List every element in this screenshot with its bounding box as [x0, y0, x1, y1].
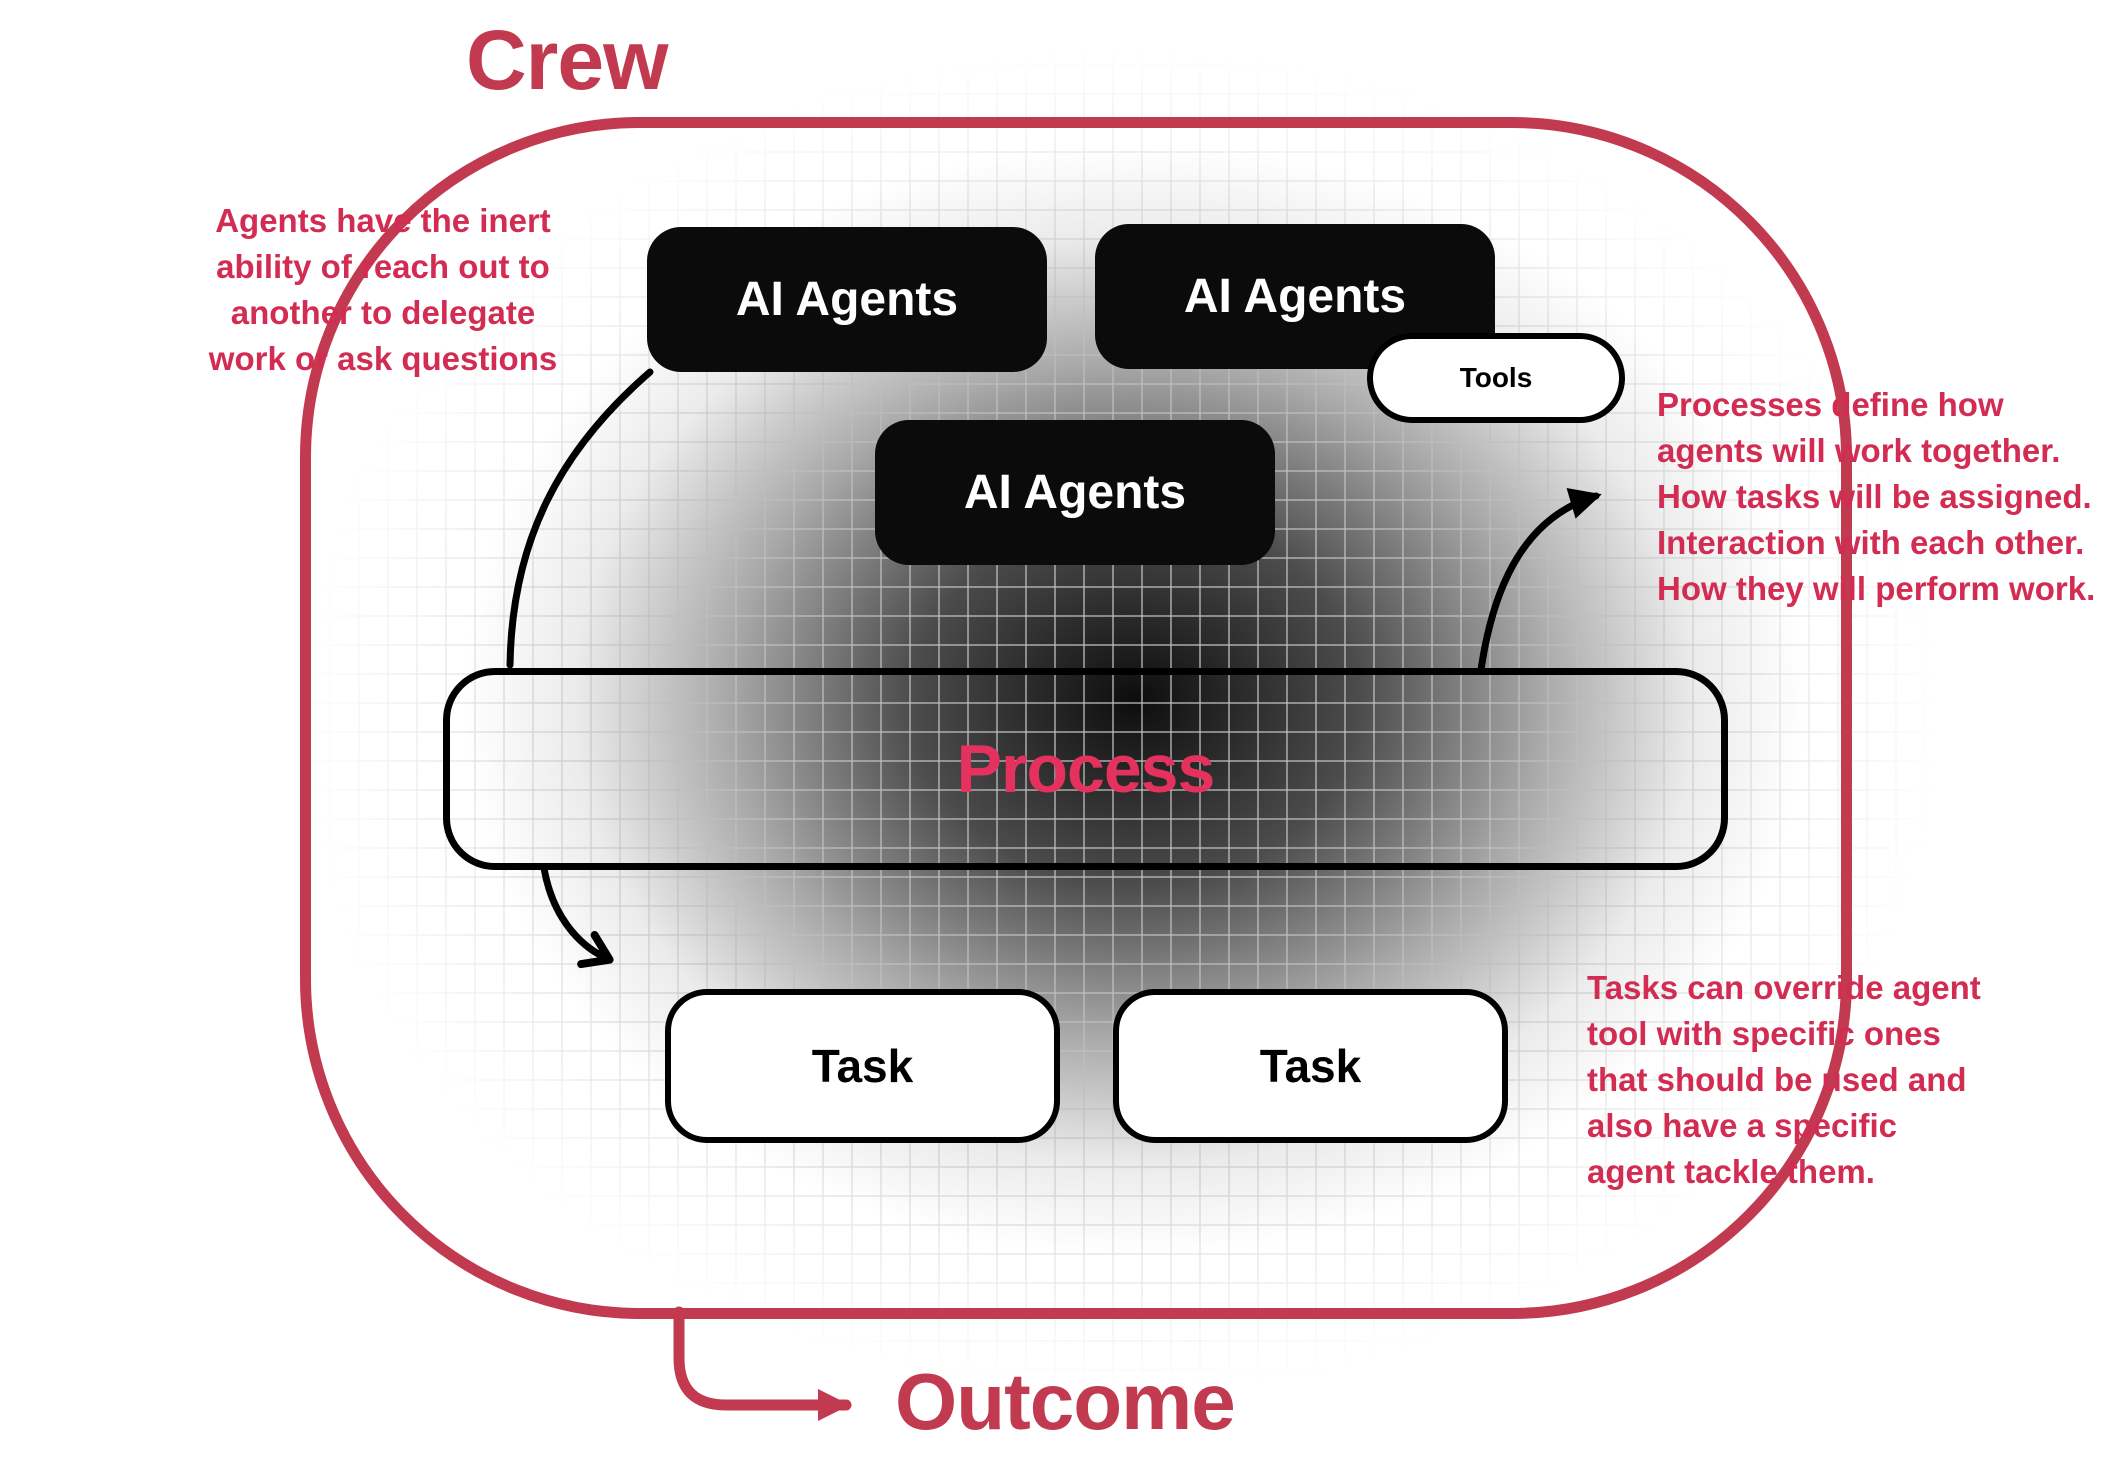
ai-agents-label: AI Agents [963, 466, 1187, 519]
annotation-line: Interaction with each other. [1657, 524, 2085, 561]
annotation-line: Processes define how [1657, 386, 2004, 423]
tools-label: Tools [1459, 362, 1533, 393]
task-box-2: Task [1113, 989, 1508, 1143]
tools-box: Tools [1367, 333, 1625, 423]
ai-agents-label: AI Agents [735, 273, 959, 326]
task-box-1: Task [665, 989, 1060, 1143]
crew-title: Crew [466, 13, 668, 107]
tasks-annotation: Tasks can override agent tool with speci… [1587, 965, 1981, 1195]
annotation-line: How tasks will be assigned. [1657, 478, 2092, 515]
annotation-line: agent tackle them. [1587, 1153, 1875, 1190]
annotation-line: Agents have the inert [215, 202, 551, 239]
ai-agents-box-2: AI Agents [1095, 224, 1495, 369]
annotation-line: agents will work together. [1657, 432, 2061, 469]
left-annotation: Agents have the inert ability of reach o… [192, 198, 574, 382]
annotation-line: tool with specific ones [1587, 1015, 1941, 1052]
annotation-line: that should be used and [1587, 1061, 1967, 1098]
task-label: Task [811, 1040, 914, 1092]
annotation-line: How they will perform work. [1657, 570, 2096, 607]
annotation-line: also have a specific [1587, 1107, 1898, 1144]
process-label: Process [956, 731, 1216, 807]
annotation-line: ability of reach out to [216, 248, 550, 285]
process-annotation: Processes define how agents will work to… [1657, 382, 2095, 612]
outcome-title: Outcome [895, 1357, 1236, 1446]
process-box: Process [443, 668, 1728, 870]
annotation-line: another to delegate [230, 294, 536, 331]
annotation-line: work or ask questions [208, 340, 558, 377]
annotation-line: Tasks can override agent [1587, 969, 1981, 1006]
crew-boundary [300, 117, 1852, 1319]
ai-agents-label: AI Agents [1183, 270, 1407, 323]
ai-agents-box-1: AI Agents [647, 227, 1047, 372]
ai-agents-box-3: AI Agents [875, 420, 1275, 565]
task-label: Task [1259, 1040, 1362, 1092]
